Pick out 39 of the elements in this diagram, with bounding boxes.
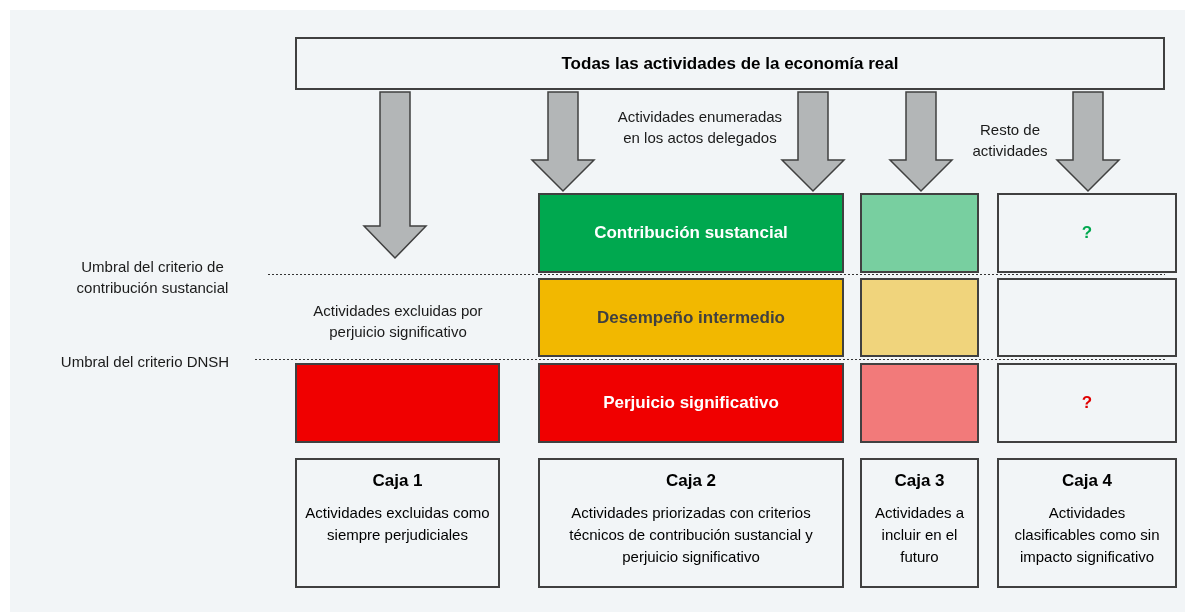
color-band [997,278,1177,357]
box-description: Actividades a incluir en el futuro [873,502,966,567]
box-heading: Caja 4 [1061,470,1113,492]
category-band [997,363,1177,443]
block-arrow [780,91,846,193]
color-band [860,193,979,273]
annotation-text: Umbral del criterio de contribución sustancial [75,257,230,298]
color-band [860,278,979,357]
box-card [295,458,500,588]
band-label: ? [1081,222,1093,245]
band-label: Contribución sustancial [594,222,788,245]
band-label: Desempeño intermedio [597,306,785,329]
color-band [860,363,979,443]
block-arrow [1055,91,1121,193]
box-heading: Caja 3 [894,470,945,492]
category-band [538,278,844,357]
annotation-text: Resto de actividades [971,120,1049,161]
box-description: Actividades priorizadas con criterios técnicos de contribución sustancial y perjuicio significativo [568,502,814,567]
annotation-text: Umbral del criterio DNSH [59,352,231,372]
annotation-text: Actividades excluidas por perjuicio significativo [312,301,484,342]
box-card [538,458,844,588]
category-band [538,193,844,273]
block-arrow [888,91,954,193]
block-arrow [530,91,596,193]
block-arrow [362,91,428,260]
band-label: Perjuicio significativo [603,392,779,415]
box-description: Actividades excluidas como siempre perjudiciales [305,502,490,545]
box-heading: Caja 2 [665,470,717,492]
title-box [295,37,1165,90]
box-card [860,458,979,588]
annotation-text: Actividades enumeradas en los actos delegados [616,107,784,148]
box-card [997,458,1177,588]
band-label: ? [1081,392,1093,415]
color-band [295,363,500,443]
category-band [997,193,1177,273]
box-description: Actividades clasificables como sin impacto significativo [1013,502,1161,567]
title-text: Todas las actividades de la economía real [561,52,899,75]
category-band [538,363,844,443]
box-heading: Caja 1 [372,470,423,492]
